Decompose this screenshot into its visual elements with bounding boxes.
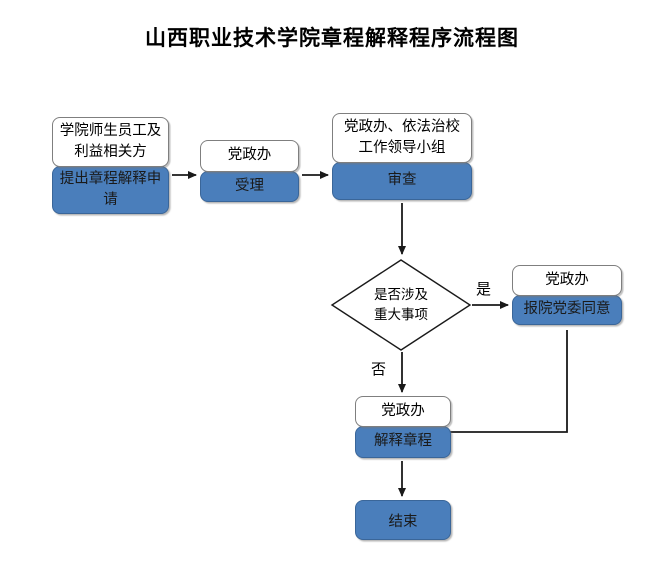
node-review-actor: 党政办、依法治校工作领导小组 — [332, 113, 472, 163]
node-party-approve-action: 报院党委同意 — [512, 295, 622, 325]
edge-label-yes: 是 — [476, 280, 492, 298]
node-interpret-actor: 党政办 — [355, 396, 451, 427]
node-review[interactable]: 党政办、依法治校工作领导小组 审查 — [332, 113, 472, 200]
node-end[interactable]: 结束 — [355, 500, 451, 540]
edge-label-no: 否 — [371, 360, 387, 378]
node-office-accept-action: 受理 — [200, 171, 299, 202]
node-applicant-action: 提出章程解释申请 — [52, 166, 169, 214]
node-interpret-action: 解释章程 — [355, 426, 451, 458]
decision-diamond-shape — [330, 259, 472, 351]
node-office-accept[interactable]: 党政办 受理 — [200, 140, 299, 202]
node-interpret[interactable]: 党政办 解释章程 — [355, 396, 451, 458]
node-party-approve-actor: 党政办 — [512, 265, 622, 296]
node-applicant[interactable]: 学院师生员工及利益相关方 提出章程解释申请 — [52, 117, 169, 214]
node-decision[interactable]: 是否涉及 重大事项 — [330, 258, 472, 352]
node-office-accept-actor: 党政办 — [200, 140, 299, 172]
node-review-action: 审查 — [332, 162, 472, 200]
node-decision-line2: 重大事项 — [374, 307, 428, 323]
node-decision-line1: 是否涉及 — [374, 286, 428, 303]
page-title: 山西职业技术学院章程解释程序流程图 — [145, 25, 519, 50]
node-end-action: 结束 — [355, 500, 451, 540]
node-decision-label: 是否涉及 重大事项 — [330, 258, 472, 352]
node-party-approve[interactable]: 党政办 报院党委同意 — [512, 265, 622, 325]
node-applicant-actor: 学院师生员工及利益相关方 — [52, 117, 169, 167]
